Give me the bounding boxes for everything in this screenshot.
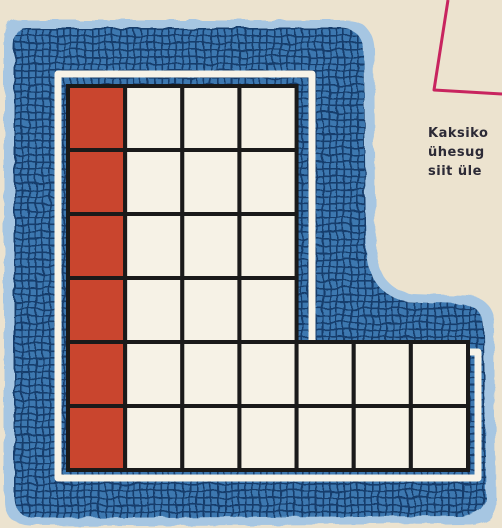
grid-cell xyxy=(125,406,182,470)
grid-cell xyxy=(354,406,411,470)
grid-cell xyxy=(411,406,468,470)
grid-cell xyxy=(125,214,182,278)
grid-cell xyxy=(182,86,239,150)
grid-cell xyxy=(182,278,239,342)
red-cell xyxy=(68,86,125,150)
magenta-frame xyxy=(434,0,502,94)
puzzle-board xyxy=(68,86,468,470)
grid-cell xyxy=(239,150,296,214)
grid-cell xyxy=(297,342,354,406)
grid-cell xyxy=(297,406,354,470)
grid-cell xyxy=(182,406,239,470)
grid-cell xyxy=(239,86,296,150)
caption-line-1: Kaksiko xyxy=(428,124,502,143)
red-cell xyxy=(68,150,125,214)
grid-cell xyxy=(182,150,239,214)
red-cell xyxy=(68,278,125,342)
grid-cell xyxy=(182,214,239,278)
grid-cell xyxy=(239,406,296,470)
grid-cell xyxy=(182,342,239,406)
red-cell xyxy=(68,214,125,278)
grid-cell xyxy=(411,342,468,406)
grid-cell xyxy=(239,278,296,342)
caption-line-2: ühesug xyxy=(428,143,502,162)
red-cell xyxy=(68,406,125,470)
grid-cell xyxy=(239,214,296,278)
grid-cell xyxy=(125,342,182,406)
grid-cell xyxy=(354,342,411,406)
caption-text: Kaksiko ühesug siit üle xyxy=(428,124,502,181)
grid-cell xyxy=(125,278,182,342)
red-cell xyxy=(68,342,125,406)
grid-cell xyxy=(239,342,296,406)
grid-cell xyxy=(125,150,182,214)
caption-line-3: siit üle xyxy=(428,162,502,181)
grid-cell xyxy=(125,86,182,150)
